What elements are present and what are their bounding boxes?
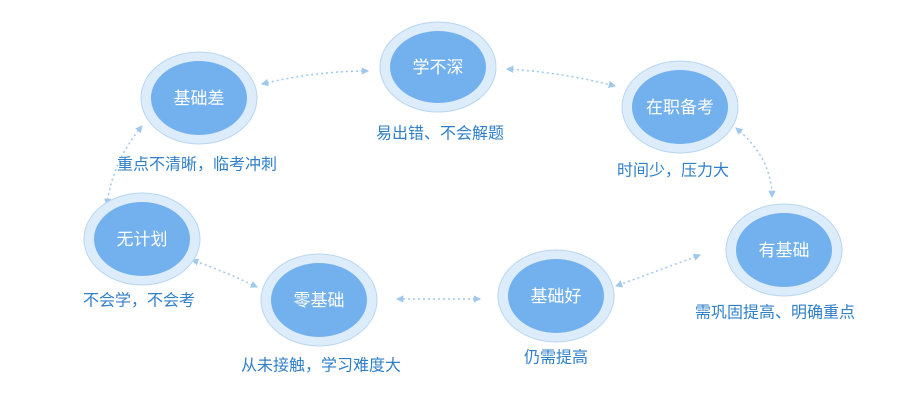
caption-xuebushen: 易出错、不会解题 — [376, 124, 504, 143]
node-label-xuebushen: 学不深 — [413, 58, 464, 78]
node-label-jichucha: 基础差 — [174, 89, 225, 109]
connector-youjichu-jichuhao — [615, 253, 701, 288]
caption-youjichu: 需巩固提高、明确重点 — [695, 303, 855, 322]
caption-zaizhibeikao: 时间少，压力大 — [617, 161, 729, 180]
connector-lingjichu-wujihua — [191, 258, 258, 288]
caption-jichuhao: 仍需提高 — [524, 348, 588, 367]
node-label-jichuhao: 基础好 — [531, 287, 582, 307]
connector-jichucha-xuebushen — [260, 67, 370, 87]
node-youjichu: 有基础 — [725, 203, 843, 297]
node-wujihua: 无计划 — [83, 192, 201, 286]
connector-xuebushen-zaizhibeikao — [505, 65, 617, 89]
node-jichuhao: 基础好 — [497, 249, 615, 343]
caption-jichucha: 重点不清晰，临考冲刺 — [117, 155, 277, 174]
node-jichucha: 基础差 — [140, 51, 258, 145]
node-lingjichu: 零基础 — [260, 253, 378, 347]
node-label-lingjichu: 零基础 — [294, 291, 345, 311]
node-label-youjichu: 有基础 — [759, 241, 810, 261]
caption-lingjichu: 从未接触，学习难度大 — [241, 356, 401, 375]
node-label-wujihua: 无计划 — [117, 230, 168, 250]
node-xuebushen: 学不深 — [379, 21, 497, 113]
caption-wujihua: 不会学，不会考 — [83, 291, 195, 310]
node-zaizhibeikao: 在职备考 — [621, 60, 739, 154]
node-label-zaizhibeikao: 在职备考 — [646, 98, 714, 118]
connector-zaizhibeikao-youjichu — [735, 127, 776, 199]
